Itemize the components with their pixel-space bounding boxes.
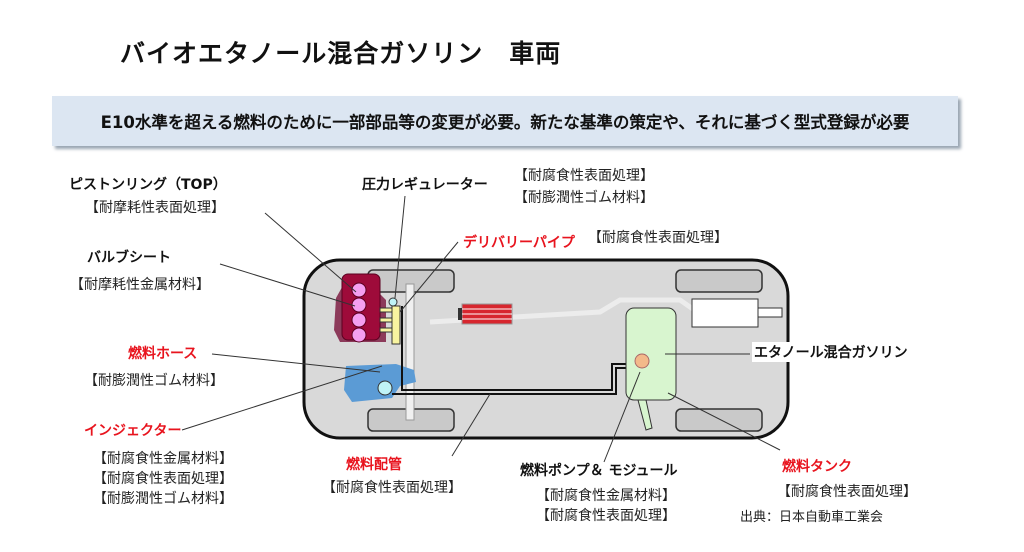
catalytic-converter bbox=[458, 303, 513, 325]
label-fuel-hose: 燃料ホース bbox=[128, 346, 198, 362]
label-fuel-piping: 燃料配管 bbox=[346, 457, 402, 473]
filter-shape bbox=[377, 380, 393, 396]
fuel-pump-shape bbox=[634, 353, 650, 369]
pressure-regulator-shape bbox=[388, 297, 398, 307]
note-fuel-pump-1: 【耐腐食性金属材料】 bbox=[536, 488, 676, 504]
page-title: バイオエタノール混合ガソリン 車両 bbox=[120, 39, 562, 68]
label-ethanol-gasoline: エタノール混合ガソリン bbox=[752, 342, 910, 362]
label-pressure-regulator: 圧力レギュレーター bbox=[362, 177, 488, 193]
engine bbox=[334, 273, 386, 343]
note-injector-1: 【耐腐食性金属材料】 bbox=[93, 451, 233, 467]
label-delivery-pipe: デリバリーパイプ bbox=[463, 235, 575, 251]
note-injector-2: 【耐腐食性表面処理】 bbox=[93, 471, 233, 487]
cylinder bbox=[351, 297, 367, 313]
note-fuel-tank: 【耐腐食性表面処理】 bbox=[777, 484, 917, 500]
note-piston-ring: 【耐摩耗性表面処理】 bbox=[85, 200, 225, 216]
label-piston-ring: ピストンリング（TOP） bbox=[69, 177, 227, 193]
source-credit: 出典：日本自動車工業会 bbox=[740, 510, 884, 525]
cylinder bbox=[351, 327, 367, 343]
label-fuel-pump: 燃料ポンプ＆ モジュール bbox=[520, 463, 678, 479]
note-fuel-pump-2: 【耐腐食性表面処理】 bbox=[536, 508, 676, 524]
wheel-rear-right bbox=[675, 408, 763, 432]
wheel-rear-left bbox=[675, 269, 763, 293]
banner-text: E10水準を超える燃料のために一部部品等の変更が必要。新たな基準の策定や、それに… bbox=[100, 113, 910, 132]
cylinder bbox=[351, 312, 367, 328]
label-fuel-tank: 燃料タンク bbox=[782, 459, 852, 475]
label-valve-seat: バルブシート bbox=[87, 250, 171, 266]
exhaust-path bbox=[429, 297, 702, 325]
filler-neck bbox=[637, 399, 653, 431]
axle bbox=[405, 283, 415, 421]
note-delivery-pipe: 【耐腐食性表面処理】 bbox=[588, 230, 728, 246]
leader-lines bbox=[181, 195, 781, 463]
label-injector: インジェクター bbox=[84, 423, 182, 439]
muffler bbox=[691, 298, 759, 328]
note-pressure-regulator-2: 【耐膨潤性ゴム材料】 bbox=[514, 190, 654, 206]
note-valve-seat: 【耐摩耗性金属材料】 bbox=[70, 277, 210, 293]
note-injector-3: 【耐膨潤性ゴム材料】 bbox=[93, 491, 233, 507]
fuel-line-supply bbox=[401, 306, 640, 391]
note-fuel-hose: 【耐膨潤性ゴム材料】 bbox=[84, 373, 224, 389]
cylinder bbox=[351, 282, 367, 298]
requirement-banner: E10水準を超える燃料のために一部部品等の変更が必要。新たな基準の策定や、それに… bbox=[52, 96, 958, 146]
note-pressure-regulator-1: 【耐腐食性表面処理】 bbox=[514, 168, 654, 184]
tail-pipe bbox=[757, 307, 783, 318]
delivery-pipe-shape bbox=[391, 305, 401, 345]
note-fuel-piping: 【耐腐食性表面処理】 bbox=[322, 480, 462, 496]
